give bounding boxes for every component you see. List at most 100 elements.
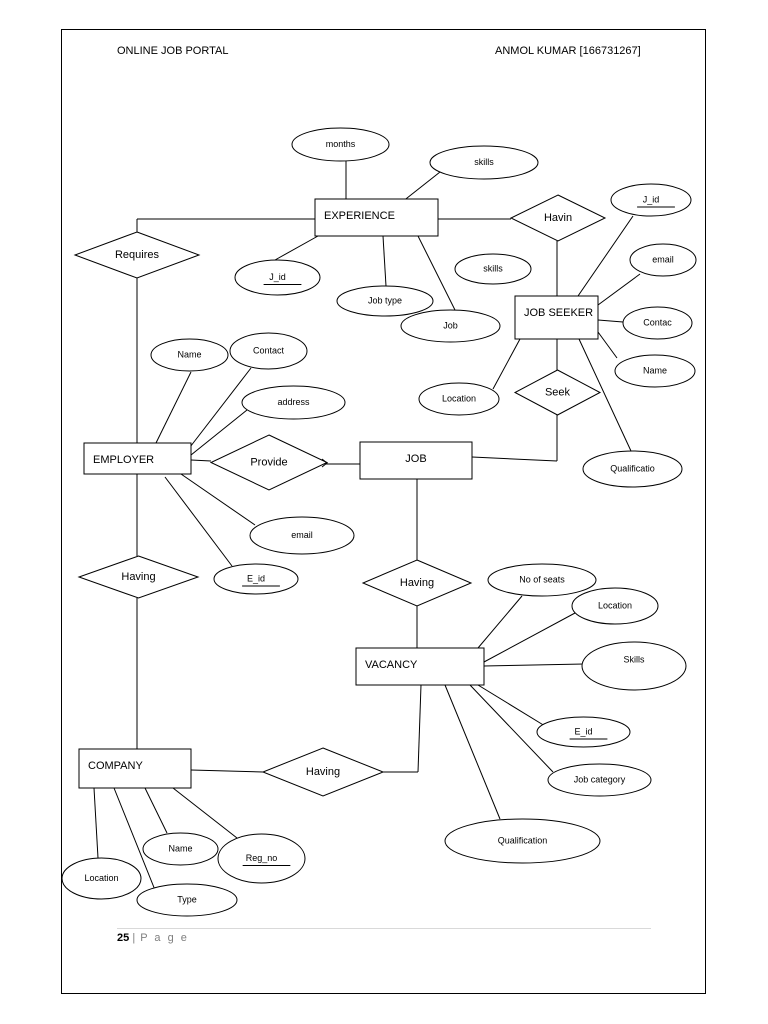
js-location-shape: Location (418, 382, 500, 416)
employer-box (83, 442, 192, 475)
vac-category-shape: Job category (547, 763, 652, 797)
having-employer-company-diamond (77, 555, 200, 599)
js-jid-shape: J_id (610, 183, 692, 217)
experience-label: EXPERIENCE (324, 210, 395, 222)
connector-line (190, 459, 212, 462)
vac-skills-ellipse (581, 641, 687, 691)
company-label: COMPANY (88, 760, 143, 772)
vac-category-label: Job category (574, 774, 626, 784)
js-qualification-ellipse (582, 450, 683, 488)
job-shape: JOB (359, 441, 473, 480)
exp-skills-shape: skills (429, 145, 539, 180)
provide-arrow-mark (321, 458, 328, 468)
exp-months-shape: months (291, 127, 390, 162)
emp-contact-ellipse (229, 332, 308, 370)
page-number: 25 (117, 932, 130, 944)
having-job-vacancy-label: Having (400, 577, 434, 589)
footer-separator: | (132, 932, 136, 944)
experience-shape: EXPERIENCE (314, 198, 439, 237)
connector-line (578, 338, 632, 452)
js-contac-label: Contac (643, 317, 672, 327)
js-jid-label: J_id (643, 194, 660, 204)
connector-line (382, 235, 387, 287)
js-location-label: Location (442, 393, 476, 403)
having-company-vacancy-label: Having (306, 766, 340, 778)
js-qualification-label: Qualificatio (610, 463, 655, 473)
comp-location-ellipse (61, 857, 142, 900)
experience-box (314, 198, 439, 237)
js-skills-ellipse (454, 253, 532, 285)
js-jid-ellipse (610, 183, 692, 217)
comp-name-ellipse (142, 832, 219, 866)
having-employer-company-label: Having (121, 571, 155, 583)
connector-line (597, 331, 618, 359)
havin-shape: Havin (509, 194, 607, 242)
having-company-vacancy-diamond (261, 747, 385, 797)
having-job-vacancy-shape: Having (361, 559, 473, 607)
exp-skills-ellipse (429, 145, 539, 180)
emp-contact-shape: Contact (229, 332, 308, 370)
header-title: ONLINE JOB PORTAL (117, 45, 229, 57)
vac-skills-label: Skills (623, 654, 645, 664)
vacancy-label: VACANCY (365, 659, 418, 671)
vac-eid-shape: E_id (536, 716, 631, 748)
vac-qualification-shape: Qualification (444, 818, 601, 864)
connector-line (113, 787, 156, 891)
comp-regno-ellipse (217, 833, 306, 884)
connector-line (180, 473, 256, 526)
emp-name-label: Name (177, 349, 201, 359)
job-box (359, 441, 473, 480)
vacancy-shape: VACANCY (355, 647, 485, 686)
exp-jid-ellipse (234, 259, 321, 296)
comp-name-label: Name (168, 843, 192, 853)
exp-jobtype-label: Job type (368, 295, 402, 305)
having-company-vacancy-shape: Having (261, 747, 385, 797)
emp-address-label: address (277, 397, 310, 407)
js-name-label: Name (643, 365, 667, 375)
js-location-ellipse (418, 382, 500, 416)
footer: 25 | P a g e (117, 932, 189, 944)
company-box (78, 748, 192, 789)
having-employer-company-shape: Having (77, 555, 200, 599)
js-name-ellipse (614, 354, 696, 388)
comp-location-shape: Location (61, 857, 142, 900)
job-seeker-shape: JOB SEEKER (514, 295, 599, 340)
connector-line (577, 215, 634, 297)
js-skills-label: skills (483, 263, 503, 273)
connector-line (190, 409, 248, 456)
vacancy-box (355, 647, 485, 686)
connector-line (492, 338, 521, 390)
comp-regno-label: Reg_no (246, 853, 278, 863)
provide-shape: Provide (209, 434, 329, 491)
connector-line (190, 769, 264, 773)
vac-seats-ellipse (487, 563, 597, 597)
js-email-label: email (652, 254, 674, 264)
job-label: JOB (405, 453, 426, 465)
comp-type-shape: Type (136, 883, 238, 917)
page-frame (61, 29, 706, 994)
exp-months-label: months (326, 139, 356, 149)
page-word: P a g e (140, 932, 189, 944)
connector-line (401, 171, 441, 203)
vac-skills-shape: Skills (581, 641, 687, 691)
vac-qualification-ellipse (444, 818, 601, 864)
emp-email-shape: email (249, 516, 355, 555)
vac-seats-label: No of seats (519, 574, 565, 584)
js-contac-shape: Contac (622, 306, 693, 340)
requires-shape: Requires (73, 231, 201, 279)
emp-address-shape: address (241, 385, 346, 420)
connector-line (417, 235, 456, 311)
exp-job-ellipse (400, 309, 501, 343)
company-shape: COMPANY (78, 748, 192, 789)
comp-type-ellipse (136, 883, 238, 917)
connector-line (597, 319, 624, 323)
exp-job-shape: Job (400, 309, 501, 343)
connector-line (172, 787, 238, 839)
js-name-shape: Name (614, 354, 696, 388)
emp-eid-shape: E_id (213, 563, 299, 595)
requires-diamond (73, 231, 201, 279)
havin-label: Havin (544, 212, 572, 224)
vac-eid-label: E_id (574, 726, 592, 736)
connector-line (93, 787, 99, 859)
